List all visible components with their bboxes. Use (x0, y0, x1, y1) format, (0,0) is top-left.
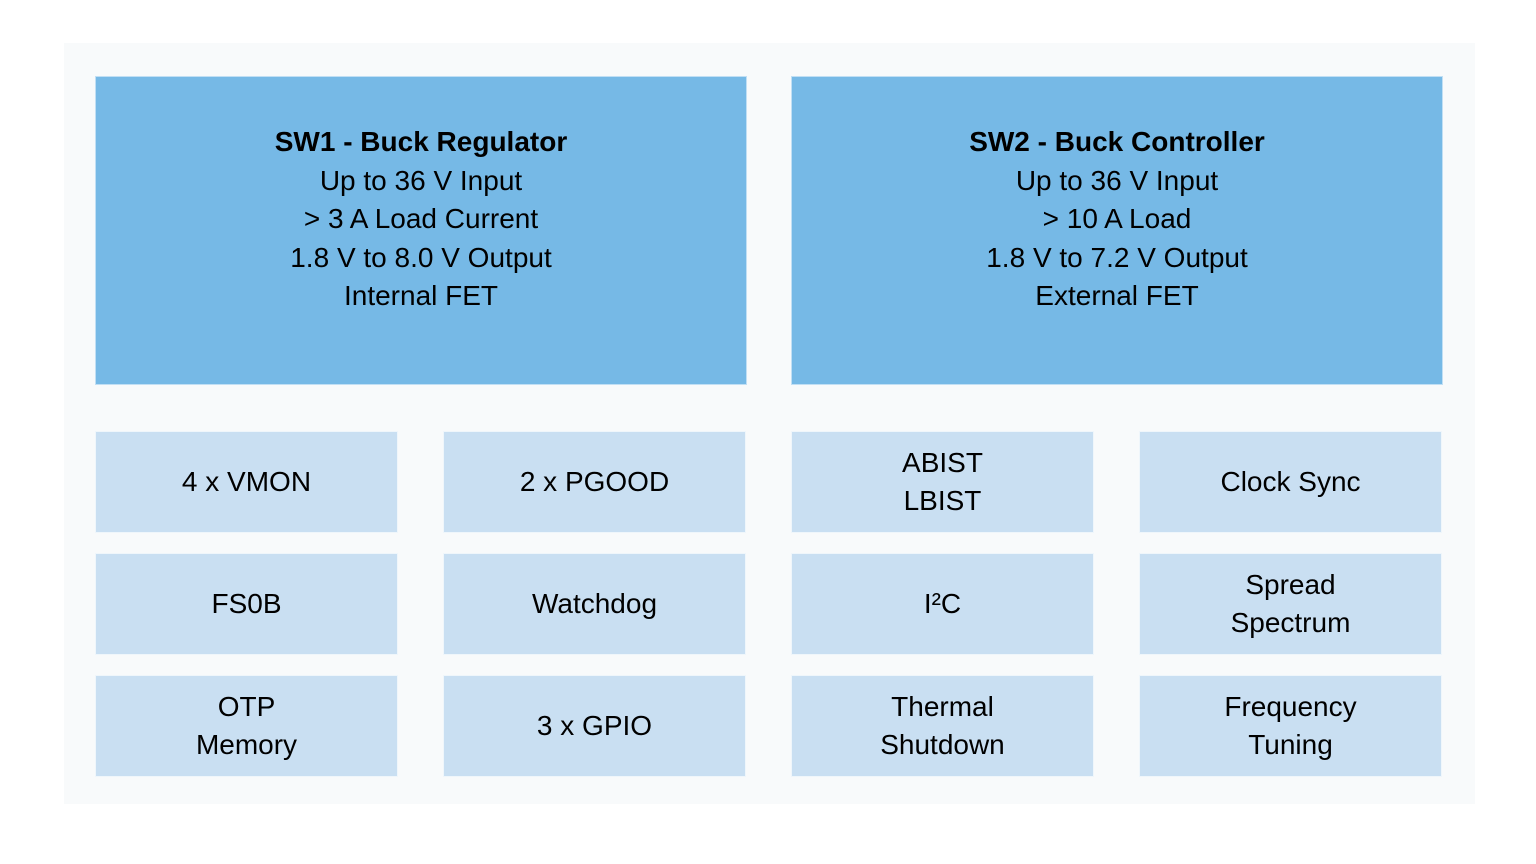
sw2-title: SW2 - Buck Controller (969, 126, 1265, 157)
feature-grid: 4 x VMON 2 x PGOOD ABIST LBIST Clock Syn… (95, 431, 1444, 777)
feature-label: 2 x PGOOD (519, 466, 670, 497)
feature-label: Spread Spectrum (1230, 569, 1351, 638)
feature-box-thermal-shutdown: Thermal Shutdown (791, 675, 1094, 777)
feature-box-watchdog: Watchdog (443, 553, 746, 655)
feature-box-fs0b: FS0B (95, 553, 398, 655)
feature-label: Thermal Shutdown (880, 691, 1005, 760)
feature-box-otp-memory: OTP Memory (95, 675, 398, 777)
sw1-buck-regulator-block: SW1 - Buck Regulator Up to 36 V Input > … (95, 76, 747, 385)
sw1-title: SW1 - Buck Regulator (274, 126, 568, 157)
feature-label: ABIST LBIST (902, 447, 983, 516)
feature-box-clock-sync: Clock Sync (1139, 431, 1442, 533)
feature-label: Watchdog (531, 588, 658, 619)
feature-box-pgood: 2 x PGOOD (443, 431, 746, 533)
sw2-specs: Up to 36 V Input > 10 A Load 1.8 V to 7.… (986, 164, 1248, 312)
feature-box-spread-spectrum: Spread Spectrum (1139, 553, 1442, 655)
sw2-buck-controller-block: SW2 - Buck Controller Up to 36 V Input >… (791, 76, 1443, 385)
feature-box-gpio: 3 x GPIO (443, 675, 746, 777)
feature-label: OTP Memory (195, 691, 298, 760)
feature-label: I²C (923, 588, 962, 619)
feature-box-abist-lbist: ABIST LBIST (791, 431, 1094, 533)
feature-label: Frequency Tuning (1224, 691, 1357, 760)
regulator-row: SW1 - Buck Regulator Up to 36 V Input > … (95, 76, 1444, 385)
feature-box-i2c: I²C (791, 553, 1094, 655)
feature-label: FS0B (211, 588, 282, 619)
feature-box-vmon: 4 x VMON (95, 431, 398, 533)
feature-label: Clock Sync (1220, 466, 1361, 497)
sw1-specs: Up to 36 V Input > 3 A Load Current 1.8 … (290, 164, 552, 312)
feature-label: 3 x GPIO (536, 710, 653, 741)
diagram-panel: SW1 - Buck Regulator Up to 36 V Input > … (64, 43, 1475, 804)
feature-box-frequency-tuning: Frequency Tuning (1139, 675, 1442, 777)
feature-label: 4 x VMON (181, 466, 312, 497)
